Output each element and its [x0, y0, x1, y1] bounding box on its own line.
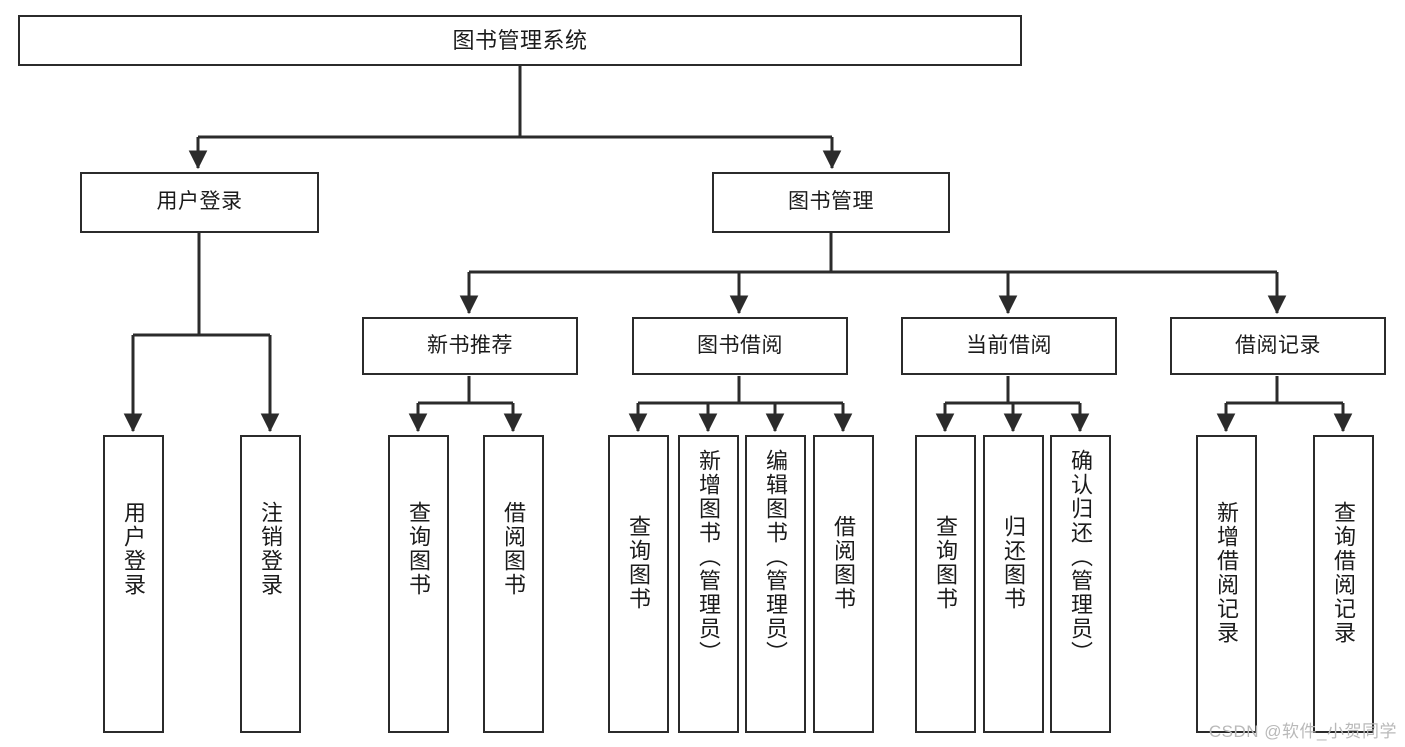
node-book-manage[interactable]: 图书管理 [712, 172, 950, 233]
watermark-text: CSDN @软件_小贺同学 [1208, 722, 1397, 741]
node-leaf-query-book-1[interactable]: 查询图书 [388, 435, 449, 733]
node-leaf-logout-login-label: 注销登录 [258, 501, 284, 597]
node-leaf-query-book-3-label: 查询图书 [933, 515, 959, 611]
node-leaf-query-book-2[interactable]: 查询图书 [608, 435, 669, 733]
node-book-manage-label: 图书管理 [788, 190, 874, 214]
node-leaf-add-book[interactable]: 新增图书（管理员） [678, 435, 739, 733]
node-current-borrow[interactable]: 当前借阅 [901, 317, 1117, 375]
node-leaf-borrow-book-1-label: 借阅图书 [501, 501, 527, 597]
node-leaf-add-record-label: 新增借阅记录 [1214, 501, 1240, 645]
node-leaf-return-book-label: 归还图书 [1001, 515, 1027, 611]
node-leaf-return-book[interactable]: 归还图书 [983, 435, 1044, 733]
node-borrow-record[interactable]: 借阅记录 [1170, 317, 1386, 375]
node-new-book-recommend-label: 新书推荐 [427, 333, 513, 357]
node-root-label: 图书管理系统 [452, 27, 588, 53]
node-leaf-user-login[interactable]: 用户登录 [103, 435, 164, 733]
node-book-borrow[interactable]: 图书借阅 [632, 317, 848, 375]
node-current-borrow-label: 当前借阅 [966, 333, 1052, 357]
node-leaf-query-book-2-label: 查询图书 [626, 515, 652, 611]
node-leaf-borrow-book-2-label: 借阅图书 [831, 515, 857, 611]
node-user-login-label: 用户登录 [156, 190, 243, 214]
node-leaf-query-book-3[interactable]: 查询图书 [915, 435, 976, 733]
node-leaf-add-record[interactable]: 新增借阅记录 [1196, 435, 1257, 733]
node-leaf-borrow-book-1[interactable]: 借阅图书 [483, 435, 544, 733]
node-leaf-confirm-return-label: 确认归还（管理员） [1068, 449, 1094, 665]
node-root[interactable]: 图书管理系统 [18, 15, 1022, 66]
node-leaf-query-book-1-label: 查询图书 [406, 501, 432, 597]
node-leaf-logout-login[interactable]: 注销登录 [240, 435, 301, 733]
node-book-borrow-label: 图书借阅 [697, 333, 783, 357]
node-leaf-query-record[interactable]: 查询借阅记录 [1313, 435, 1374, 733]
node-new-book-recommend[interactable]: 新书推荐 [362, 317, 578, 375]
node-user-login[interactable]: 用户登录 [80, 172, 319, 233]
node-borrow-record-label: 借阅记录 [1235, 333, 1321, 357]
node-leaf-add-book-label: 新增图书（管理员） [696, 449, 722, 665]
node-leaf-user-login-label: 用户登录 [121, 501, 147, 597]
node-leaf-edit-book-label: 编辑图书（管理员） [763, 449, 789, 665]
node-leaf-query-record-label: 查询借阅记录 [1331, 501, 1357, 645]
node-leaf-edit-book[interactable]: 编辑图书（管理员） [745, 435, 806, 733]
node-leaf-confirm-return[interactable]: 确认归还（管理员） [1050, 435, 1111, 733]
node-leaf-borrow-book-2[interactable]: 借阅图书 [813, 435, 874, 733]
